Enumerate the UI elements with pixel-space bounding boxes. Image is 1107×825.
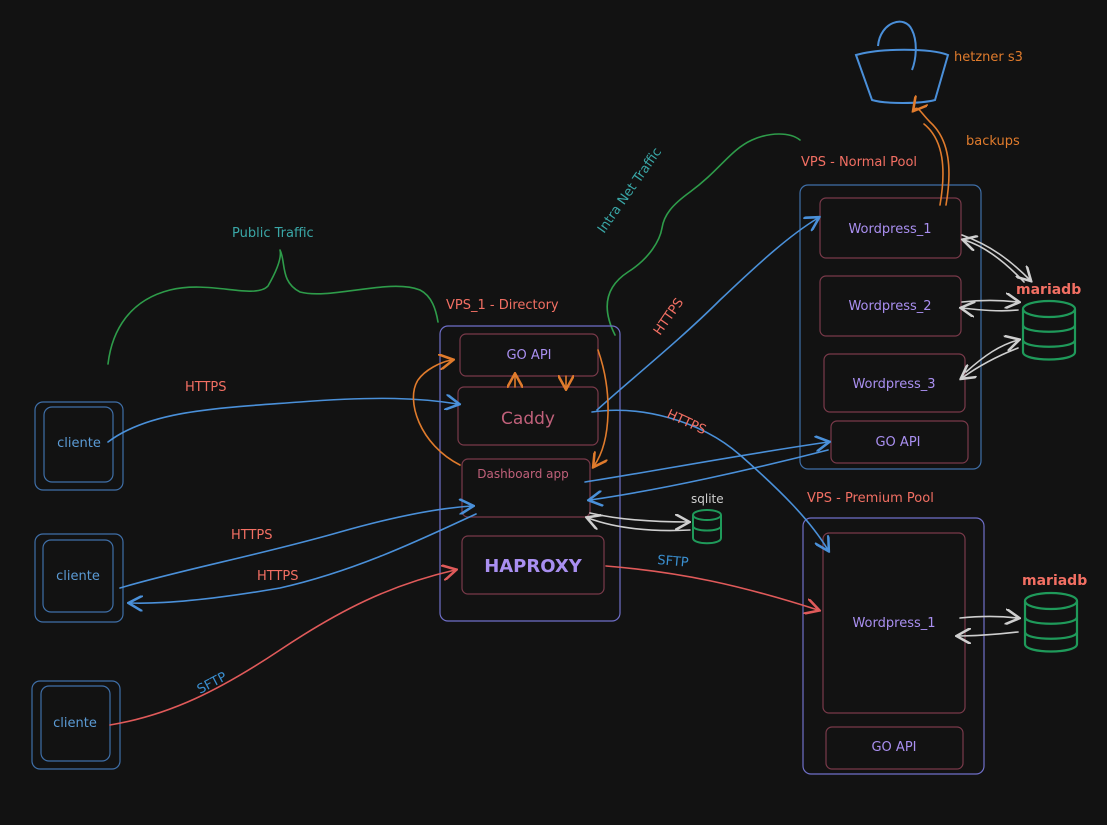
premium-mariadb-label: mariadb — [1022, 573, 1087, 589]
directory-title: VPS_1 - Directory — [446, 298, 559, 313]
haproxy-label: HAPROXY — [484, 556, 583, 577]
edge-label-https-5: HTTPS — [664, 407, 708, 438]
premium-pool-vps: VPS - Premium Pool Wordpress_1 GO API — [802, 491, 985, 775]
edge-label-https-2: HTTPS — [231, 528, 273, 543]
intranet-traffic-label: Intra Net Traffic — [595, 145, 665, 236]
public-traffic-label: Public Traffic — [232, 226, 314, 241]
edge-label-sftp-1: SFTP — [195, 670, 230, 698]
client-node-2: cliente — [34, 533, 124, 623]
backups-label: backups — [966, 134, 1020, 149]
edge-label-https-3: HTTPS — [257, 569, 299, 584]
edge-client1-caddy — [107, 398, 458, 443]
normal-mariadb-icon — [1021, 299, 1077, 361]
premium-mariadb-icon — [1023, 591, 1079, 653]
dashboard-label: Dashboard app — [477, 467, 569, 481]
storage-label: hetzner s3 — [954, 50, 1023, 65]
edge-dashboard-normal-goapi — [584, 442, 828, 483]
normal-wordpress-3-label: Wordpress_3 — [852, 377, 935, 392]
premium-pool-title: VPS - Premium Pool — [807, 491, 934, 506]
edge-normal-goapi-dashboard — [590, 449, 829, 500]
normal-go-api-label: GO API — [875, 435, 920, 450]
public-traffic-brace — [107, 249, 439, 365]
backup-edge — [914, 108, 950, 206]
normal-pool-title: VPS - Normal Pool — [801, 155, 917, 170]
caddy-label: Caddy — [501, 409, 555, 429]
edge-label-https-4: HTTPS — [651, 296, 687, 339]
normal-wordpress-1-label: Wordpress_1 — [848, 222, 931, 237]
client-label: cliente — [53, 716, 97, 731]
edge-label-https-1: HTTPS — [185, 380, 227, 395]
edge-mariadb-wp3 — [962, 347, 1019, 378]
edge-label-sftp-2: SFTP — [657, 553, 690, 571]
directory-vps: VPS_1 - Directory GO API Caddy Dashboard… — [439, 298, 621, 622]
edge-dashboard-caddy-orange — [412, 360, 461, 466]
edge-mariadb-wp1 — [964, 240, 1025, 283]
normal-pool-vps: VPS - Normal Pool Wordpress_1 Wordpress_… — [799, 155, 982, 470]
bucket-icon — [854, 20, 950, 104]
directory-go-api-label: GO API — [506, 348, 551, 363]
normal-wordpress-2-label: Wordpress_2 — [848, 299, 931, 314]
client-node-3: cliente — [31, 680, 121, 770]
edge-wp2-mariadb — [961, 301, 1018, 303]
edge-client2-dashboard — [119, 506, 472, 589]
edge-premium-mariadb-wp — [958, 632, 1019, 636]
client-label: cliente — [56, 569, 100, 584]
backup-edge-double — [923, 123, 944, 206]
edge-caddy-premium-wordpress — [591, 409, 828, 550]
sqlite-label: sqlite — [691, 492, 724, 506]
sqlite-db-icon — [692, 509, 722, 545]
edge-premium-wp-mariadb — [959, 617, 1018, 619]
edge-dashboard-sqlite — [589, 512, 688, 522]
premium-wordpress-label: Wordpress_1 — [852, 616, 935, 631]
edge-mariadb-wp2 — [962, 308, 1019, 311]
client-node-1: cliente — [34, 401, 124, 491]
edge-goapi-dashboard-orange — [594, 349, 609, 466]
edge-sqlite-dashboard — [588, 518, 691, 532]
edge-dashboard-client2 — [130, 513, 477, 603]
premium-go-api-label: GO API — [871, 740, 916, 755]
client-label: cliente — [57, 436, 101, 451]
edge-haproxy-premium — [605, 565, 818, 610]
edge-client3-haproxy — [109, 570, 455, 726]
edge-wp3-mariadb — [965, 340, 1018, 373]
normal-mariadb-label: mariadb — [1016, 282, 1081, 298]
edge-caddy-wordpress1 — [596, 218, 818, 411]
intranet-traffic-brace — [606, 133, 801, 336]
